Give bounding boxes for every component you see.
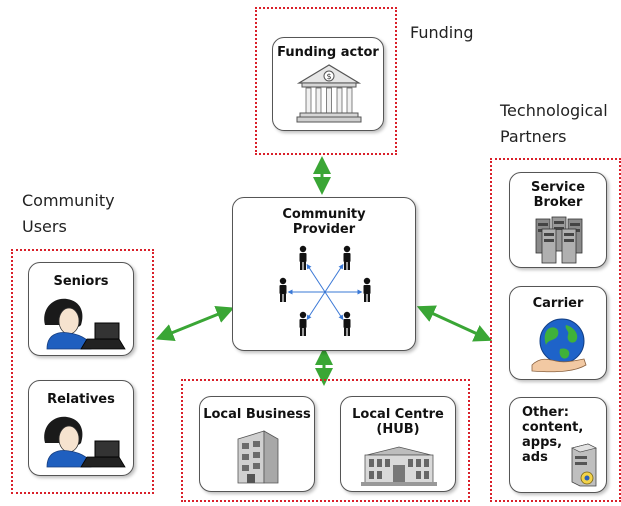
technological-partners-label-line2: Partners bbox=[500, 127, 567, 146]
community-users-label-line2: Users bbox=[22, 217, 67, 236]
service-broker-title-line1: Service bbox=[530, 180, 586, 195]
arrow-provider-partners bbox=[416, 305, 493, 342]
other-title-line1: Other: bbox=[522, 405, 569, 420]
local-centre-card[interactable]: Local Centre (HUB) bbox=[340, 396, 456, 492]
community-users-group bbox=[11, 249, 154, 494]
funding-actor-card[interactable]: Funding actor $ bbox=[272, 37, 384, 131]
globe-hand-icon bbox=[530, 315, 590, 375]
seniors-card[interactable]: Seniors bbox=[28, 262, 134, 356]
seniors-title: Seniors bbox=[53, 274, 109, 289]
other-title-line3: apps, bbox=[522, 435, 563, 450]
funding-actor-title: Funding actor bbox=[277, 45, 379, 60]
arrow-provider-users bbox=[155, 306, 235, 341]
other-card[interactable]: Other: content, apps, ads bbox=[509, 397, 607, 493]
office-building-icon bbox=[234, 429, 282, 485]
person-laptop-icon bbox=[39, 413, 129, 469]
carrier-title: Carrier bbox=[532, 296, 584, 311]
technological-partners-group bbox=[490, 158, 621, 502]
technological-partners-label-line1: Technological bbox=[500, 101, 608, 120]
person-laptop-icon bbox=[39, 295, 129, 351]
community-users-label-line1: Community bbox=[22, 191, 115, 210]
bank-icon: $ bbox=[296, 63, 362, 123]
local-business-card[interactable]: Local Business bbox=[199, 396, 315, 492]
local-centre-title-line1: Local Centre bbox=[352, 407, 444, 422]
local-group bbox=[181, 379, 470, 502]
carrier-card[interactable]: Carrier bbox=[509, 286, 607, 380]
server-icon bbox=[568, 442, 600, 488]
svg-text:$: $ bbox=[326, 72, 331, 81]
community-provider-title-line1: Community bbox=[282, 207, 366, 222]
people-network-icon bbox=[273, 240, 377, 344]
other-title-line2: content, bbox=[522, 420, 584, 435]
servers-icon bbox=[530, 215, 588, 265]
funding-group-label: Funding bbox=[410, 23, 474, 42]
hub-building-icon bbox=[361, 445, 437, 487]
service-broker-title-line2: Broker bbox=[533, 195, 583, 210]
community-provider-title-line2: Provider bbox=[292, 222, 356, 237]
relatives-title: Relatives bbox=[47, 392, 115, 407]
local-business-title: Local Business bbox=[203, 407, 311, 422]
other-title-line4: ads bbox=[522, 450, 548, 465]
local-centre-title-line2: (HUB) bbox=[376, 422, 420, 437]
funding-group bbox=[255, 7, 397, 155]
community-provider-card[interactable]: Community Provider bbox=[232, 197, 416, 351]
relatives-card[interactable]: Relatives bbox=[28, 380, 134, 476]
service-broker-card[interactable]: Service Broker bbox=[509, 172, 607, 268]
